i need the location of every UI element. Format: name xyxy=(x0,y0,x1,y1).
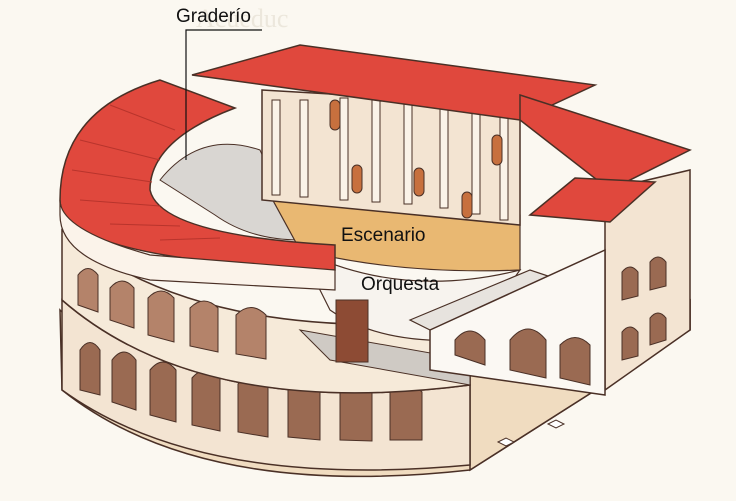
graderio-pointer-line xyxy=(185,29,262,160)
stage-roof xyxy=(191,44,598,121)
side-portico-roof xyxy=(528,177,657,223)
seating-roof xyxy=(59,79,336,271)
seating-roof-ribs xyxy=(71,104,221,241)
seating-roof-edge xyxy=(59,199,336,291)
orchestra-pillar xyxy=(335,299,369,363)
middle-arches xyxy=(77,268,267,360)
floor-markers xyxy=(496,419,566,447)
stage-building-columns xyxy=(271,97,509,221)
label-escenario: Escenario xyxy=(341,225,426,246)
stage-building-niches xyxy=(329,99,503,219)
label-orquesta: Orquesta xyxy=(361,274,440,295)
lower-arches xyxy=(79,342,423,442)
passage-arches xyxy=(454,328,591,386)
right-tower-arches xyxy=(621,256,667,361)
label-graderio: Graderío xyxy=(176,6,251,27)
background-watermark-text: Acueduc xyxy=(196,4,289,33)
